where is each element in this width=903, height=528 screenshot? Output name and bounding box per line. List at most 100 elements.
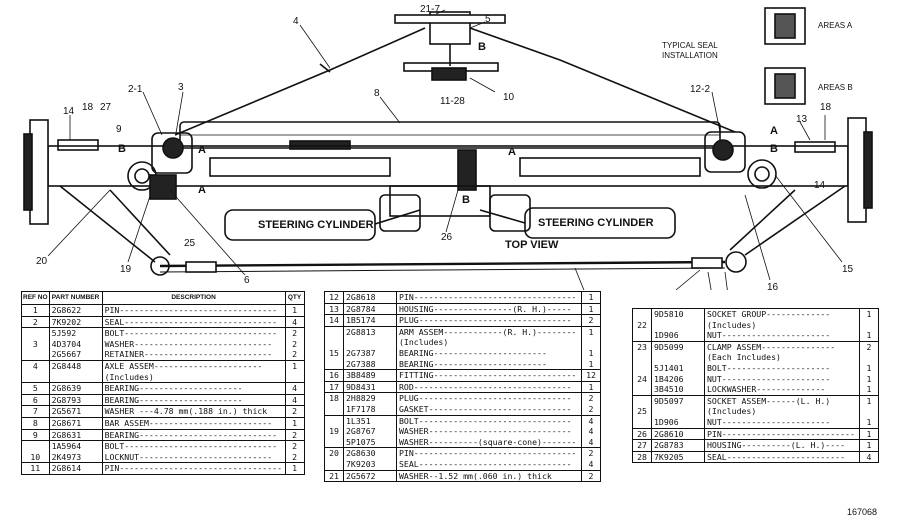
ref-cell: 18 [324,392,344,404]
description-cell: BOLT------------------------------- [396,414,582,427]
seal-legend-title-2: INSTALLATION [662,51,718,60]
qty-cell: 2 [292,451,298,462]
ref-cell: 17 [324,380,344,393]
qty-cell: 1 [866,309,872,319]
ref-cell: 3 [21,338,50,350]
description-cell: BOLT--------------------- [704,362,860,374]
part-number-cell: 9D5810 [651,308,705,320]
part-number-cell [651,406,705,417]
description-cell: PIN--------------------------------- [396,291,582,304]
description-cell: BOLT------------------------------- [102,440,286,452]
ref-cell: 9 [21,428,50,441]
part-number-cell: 2G8639 [49,382,103,395]
part-number-cell: 7K9205 [651,450,705,463]
ref-cell: 27 [632,439,652,452]
qty-cell: 1 [285,462,305,475]
axle-top-view-drawing: TOP VIEW STEERING CYLINDER STEERING CYLI… [23,4,873,290]
description-cell: WASHER---------------------------- [102,338,286,350]
qty-cell: 1 [581,380,601,393]
description-cell: PIN-------------------------------- [102,304,286,317]
ref-cell: 13 [324,302,344,315]
description-cell: BEARING--------------------- [102,382,286,395]
callout-b-center: B [462,194,470,206]
part-number-cell [49,371,103,383]
description-cell: HOUSING----------------(R. H.)----- [396,302,582,315]
ref-cell: 15 [324,347,344,359]
part-number-cell: 1B4206 [651,373,705,385]
seal-legend-title-1: TYPICAL SEAL [662,41,718,50]
part-number-cell: 2G8614 [49,462,103,475]
ref-cell [21,327,50,339]
description-cell: (Includes) [396,337,582,348]
part-number-cell: 3B8489 [343,369,397,382]
description-cell: (Includes) [704,406,860,417]
right-cylinder-label: STEERING CYLINDER [538,217,654,229]
qty-cell: 1 [581,302,601,315]
part-number-cell: 2G8631 [49,428,103,441]
ref-cell: 21 [324,469,344,482]
description-cell: PLUG------------------------------- [396,314,582,327]
qty-cell: 2 [581,314,601,327]
ref-cell [324,325,344,338]
callout-24: 24 [670,289,682,290]
ref-cell [632,308,652,320]
part-number-cell: 2G8784 [343,302,397,315]
part-number-cell: 2G5671 [49,405,103,418]
seal-legend-areas-b: AREAS B [818,83,853,92]
ref-cell [21,371,50,383]
left-kingpin-assembly [151,132,193,174]
a-frame-right-arm [469,27,736,133]
description-cell: BEARING----------------------- [396,358,582,370]
callout-11-28: 11-28 [440,96,465,107]
description-cell: BEARING--------------------- [102,393,286,406]
callout-b-left: B [118,143,126,155]
qty-cell: 4 [588,426,594,437]
header-qty: QTY [285,291,305,305]
part-number-cell: 2G5672 [343,469,397,482]
ref-cell: 25 [632,406,652,417]
table-row: 3B4510 LOCKWASHER--------------1 [632,384,879,396]
center-pin [457,149,477,191]
table-row: 1D906 NUT----------------------1 [632,330,879,342]
table-header-row: REF NO PART NUMBER DESCRIPTION QTY [21,291,305,305]
callout-a-left-2: A [198,184,206,196]
qty-cell: 1 [859,427,879,440]
callout-19: 19 [120,264,132,275]
qty-cell: 1 [581,325,601,338]
ref-cell: 2 [21,315,50,328]
left-cylinder-label: STEERING CYLINDER [258,219,374,231]
qty-cell: 4 [588,458,594,469]
part-number-cell [651,352,705,363]
part-number-cell: 2G8671 [49,416,103,430]
header-part-number: PART NUMBER [49,291,103,305]
callout-4: 4 [293,16,299,27]
right-housing-27 [794,141,836,153]
differential-right [489,194,531,232]
ref-cell: 24 [632,373,652,385]
callout-13: 13 [796,114,808,125]
qty-cell: 2 [581,392,601,404]
seal-legend-areas-a: AREAS A [818,21,853,30]
part-number-cell: 2G8630 [343,447,397,459]
qty-cell: 2 [859,340,879,353]
part-number-cell [651,319,705,331]
ref-cell: 4 [21,359,50,372]
table-row: 1D906 NUT----------------------1 [632,416,879,429]
ref-cell [632,362,652,374]
part-number-cell: 5P1075 [343,436,397,448]
part-number-cell: 2G8783 [651,439,705,452]
